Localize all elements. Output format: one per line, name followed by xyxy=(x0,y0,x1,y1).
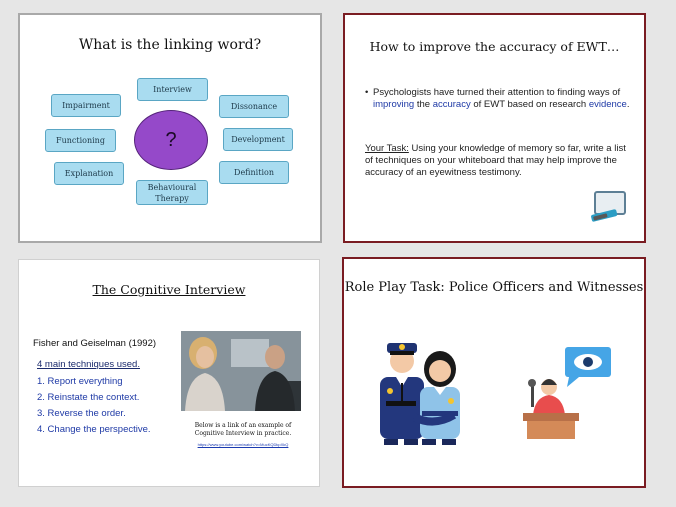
interview-photo xyxy=(181,331,301,411)
video-link[interactable]: https://www.youtube.com/watch?v=MucKQDkp… xyxy=(197,442,289,447)
word-box-definition: Definition xyxy=(219,161,289,184)
techniques-heading: 4 main techniques used. xyxy=(37,359,140,370)
word-box-behavioural-therapy: Behavioural Therapy xyxy=(136,180,208,205)
highlight-word: evidence xyxy=(588,99,627,110)
slide-thumbnail-2[interactable]: How to improve the accuracy of EWT… • Ps… xyxy=(343,13,646,243)
slide-title: How to improve the accuracy of EWT… xyxy=(369,39,620,54)
slide-thumbnail-1[interactable]: What is the linking word? Interview Impa… xyxy=(18,13,322,243)
bullet-text: of EWT based on research xyxy=(470,99,589,110)
task-label: Your Task: xyxy=(365,143,409,154)
slide-title: What is the linking word? xyxy=(78,37,262,53)
slide-title: Role Play Task: Police Officers and Witn… xyxy=(344,280,644,295)
task-text: Your Task: Using your knowledge of memor… xyxy=(365,143,630,179)
word-box-functioning: Functioning xyxy=(45,129,116,152)
list-item: 2. Reinstate the context. xyxy=(37,392,140,403)
police-officers-illustration xyxy=(380,343,460,445)
question-mark-circle: ? xyxy=(134,110,208,170)
word-box-impairment: Impairment xyxy=(51,94,121,117)
word-box-interview: Interview xyxy=(137,78,208,101)
bullet-text: the xyxy=(414,99,433,110)
word-box-explanation: Explanation xyxy=(54,162,124,185)
word-box-dissonance: Dissonance xyxy=(219,95,289,118)
video-caption: Below is a link of an example of Cogniti… xyxy=(194,422,292,437)
slide-thumbnail-4[interactable]: Role Play Task: Police Officers and Witn… xyxy=(342,257,646,488)
slide-title: The Cognitive Interview xyxy=(92,282,246,297)
whiteboard-icon xyxy=(591,191,626,222)
list-item: 3. Reverse the order. xyxy=(37,408,126,419)
list-item: 1. Report everything xyxy=(37,376,123,387)
interview-illustration xyxy=(181,331,301,411)
list-item: 4. Change the perspective. xyxy=(37,424,151,435)
witness-illustration xyxy=(523,347,611,439)
slide-bullet: • Psychologists have turned their attent… xyxy=(365,87,630,110)
bullet-text: . xyxy=(626,99,630,110)
slide-thumbnail-3[interactable]: The Cognitive Interview Fisher and Geise… xyxy=(18,259,320,487)
task-body: Using your knowledge of memory so far, w… xyxy=(365,143,626,178)
highlight-word: improving xyxy=(373,99,415,110)
techniques-list: 1. Report everything 2. Reinstate the co… xyxy=(37,376,151,440)
word-box-development: Development xyxy=(223,128,293,151)
reference-text: Fisher and Geiselman (1992) xyxy=(33,338,157,349)
highlight-word: accuracy xyxy=(432,99,471,110)
bullet-text: Psychologists have turned their attentio… xyxy=(373,87,621,98)
